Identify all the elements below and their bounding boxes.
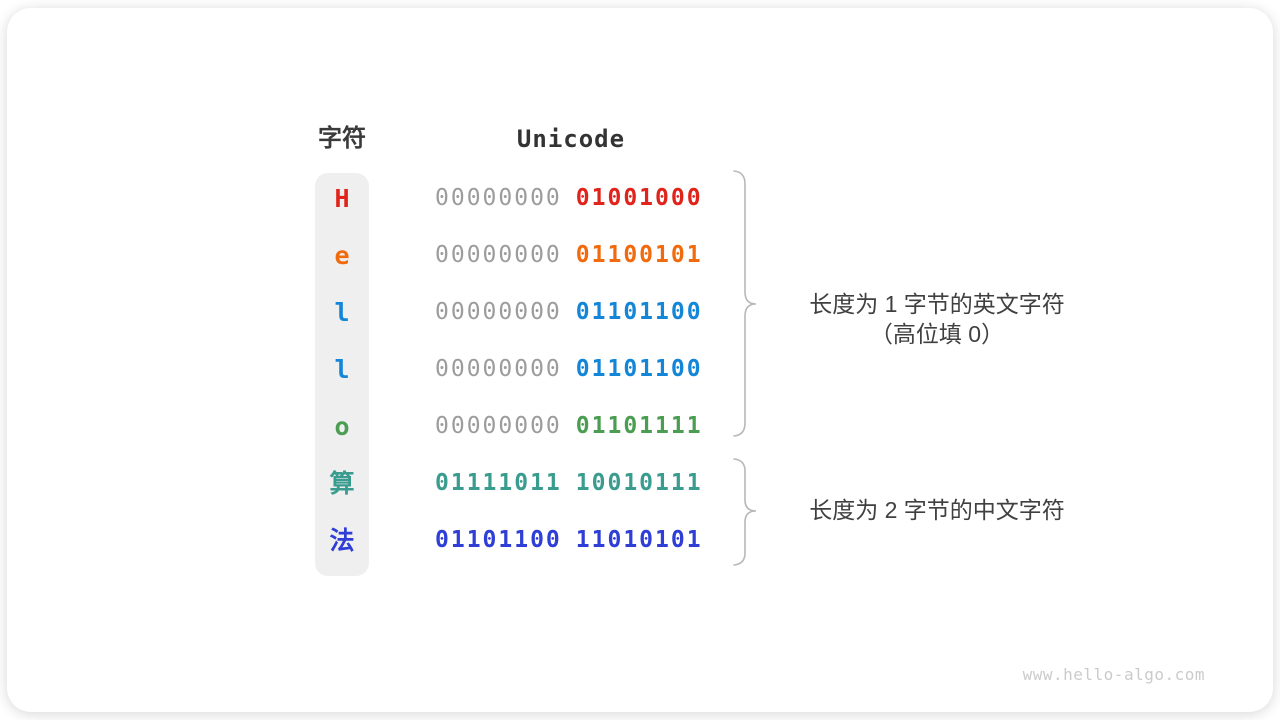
character-cell-l2: l [334, 355, 350, 384]
binary-row: 00000000 01100101 [435, 227, 703, 284]
annotation-line: 长度为 1 字节的英文字符 [809, 291, 1065, 317]
binary-row: 01111011 10010111 [435, 455, 703, 512]
character-cell-e: e [334, 241, 350, 270]
binary-row: 01101100 11010101 [435, 512, 703, 569]
character-cell-l1: l [334, 298, 350, 327]
annotation-line: 长度为 2 字节的中文字符 [809, 497, 1065, 523]
high-byte: 00000000 [435, 413, 562, 439]
low-byte: 01100101 [575, 242, 703, 268]
diagram-card: 字符 Unicode H e l l o 算 法 00000000 010010… [7, 8, 1273, 712]
unicode-binary-column: 00000000 01001000 00000000 01100101 0000… [435, 170, 703, 569]
low-byte: 11010101 [575, 527, 703, 553]
binary-row: 00000000 01001000 [435, 170, 703, 227]
high-byte: 00000000 [435, 356, 562, 382]
site-watermark: www.hello-algo.com [1022, 665, 1205, 684]
character-cell-suan: 算 [329, 469, 355, 498]
character-column-background [315, 173, 369, 576]
character-column: H e l l o 算 法 [315, 170, 369, 569]
annotation-chinese-group: 长度为 2 字节的中文字符 [767, 495, 1107, 525]
high-byte: 00000000 [435, 185, 562, 211]
annotation-line: （高位填 0） [869, 321, 1005, 347]
high-byte: 01101100 [435, 527, 562, 553]
binary-row: 00000000 01101111 [435, 398, 703, 455]
character-cell-fa: 法 [329, 526, 355, 555]
column-header-unicode: Unicode [516, 125, 626, 153]
binary-row: 00000000 01101100 [435, 341, 703, 398]
low-byte: 10010111 [575, 470, 703, 496]
column-header-character: 字符 [318, 125, 366, 152]
low-byte: 01101100 [575, 299, 703, 325]
low-byte: 01101111 [575, 413, 703, 439]
brace-chinese-group-icon [733, 458, 757, 566]
low-byte: 01001000 [575, 185, 703, 211]
annotation-english-group: 长度为 1 字节的英文字符 （高位填 0） [767, 289, 1107, 349]
binary-row: 00000000 01101100 [435, 284, 703, 341]
character-cell-o: o [334, 412, 350, 441]
brace-english-group-icon [733, 170, 757, 437]
high-byte: 00000000 [435, 242, 562, 268]
character-cell-h: H [334, 184, 350, 213]
high-byte: 00000000 [435, 299, 562, 325]
high-byte: 01111011 [435, 470, 562, 496]
low-byte: 01101100 [575, 356, 703, 382]
